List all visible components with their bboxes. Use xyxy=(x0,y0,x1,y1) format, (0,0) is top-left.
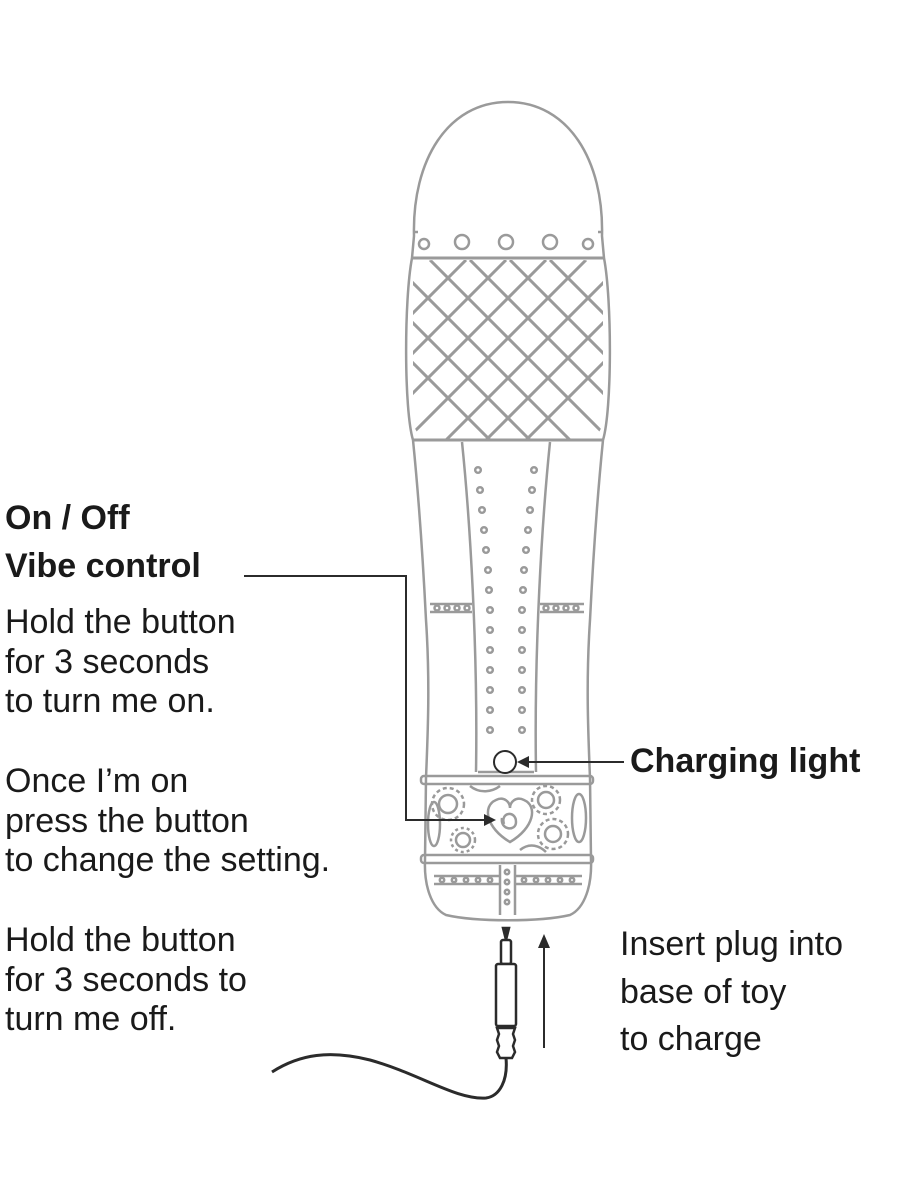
rivet-panel xyxy=(430,441,584,774)
turn-on-line: Hold the button xyxy=(5,603,236,641)
charging-plug-icon xyxy=(271,926,518,1100)
tip-dot-row xyxy=(413,230,603,251)
turn-off-line: Hold the button xyxy=(5,921,236,959)
lattice-band xyxy=(412,256,604,442)
turn-off-line: for 3 seconds to xyxy=(5,960,247,999)
change-setting-line: press the button xyxy=(5,801,249,840)
turn-off-instructions: Hold the button for 3 seconds to turn me… xyxy=(5,921,247,1040)
charging-line: to charge xyxy=(620,1020,762,1058)
charging-light-label: Charging light xyxy=(630,742,861,780)
device-body xyxy=(404,100,612,922)
vibe-control-leader xyxy=(244,575,496,826)
turn-off-line: turn me off. xyxy=(5,1000,177,1038)
rivet-column-left xyxy=(473,465,495,735)
change-setting-instructions: Once I’m on press the button to change t… xyxy=(5,762,330,881)
turn-on-line: for 3 seconds xyxy=(5,642,210,681)
charging-light-icon xyxy=(493,750,517,774)
on-off-title: On / Off xyxy=(5,499,130,537)
turn-on-instructions: Hold the button for 3 seconds to turn me… xyxy=(5,603,236,722)
rivet-side-bands xyxy=(430,602,584,614)
change-setting-line: to change the setting. xyxy=(5,841,331,879)
rivet-column-right xyxy=(517,465,539,735)
base-section xyxy=(434,865,582,915)
turn-on-line: to turn me on. xyxy=(5,682,215,720)
up-arrow-icon xyxy=(538,934,550,1048)
vibe-control-title: Vibe control xyxy=(5,547,201,585)
heart-logo-icon xyxy=(486,797,534,844)
change-setting-line: Once I’m on xyxy=(5,762,189,800)
charging-instructions: Insert plug into base of toy to charge xyxy=(620,921,843,1064)
charging-light-leader xyxy=(517,756,624,768)
charging-line: Insert plug into xyxy=(620,925,844,963)
charging-line: base of toy xyxy=(620,972,787,1011)
